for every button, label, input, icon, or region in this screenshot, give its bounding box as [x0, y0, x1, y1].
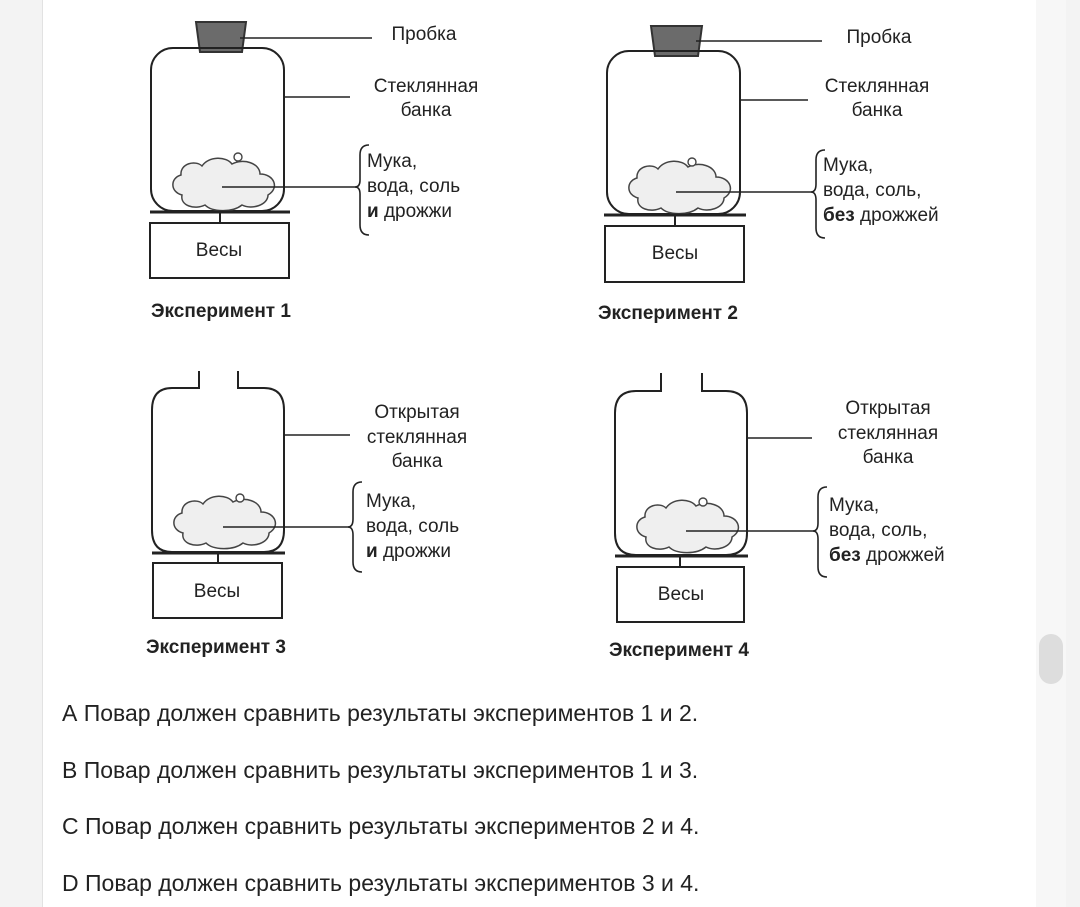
contents-line-2: вода, соль, [829, 520, 927, 541]
scale-box [152, 562, 283, 619]
scale-label: Весы [658, 584, 704, 605]
contents-line-3: и дрожжи [367, 201, 452, 222]
experiment-caption: Эксперимент 4 [609, 640, 749, 661]
jar-label-line-3: банка [392, 451, 443, 472]
scale-box [604, 225, 745, 283]
answer-option-b[interactable]: В Повар должен сравнить результаты экспе… [62, 757, 699, 783]
contents-line-1: Мука, [367, 151, 417, 172]
dough [172, 157, 276, 212]
contents-line-2: вода, соль [367, 176, 460, 197]
contents-line-3: без дрожжей [823, 205, 939, 226]
contents-line-3: без дрожжей [829, 545, 945, 566]
contents-emphasis: без [829, 545, 861, 566]
answer-option-c[interactable]: С Повар должен сравнить результаты экспе… [62, 813, 700, 839]
dough-bubble [687, 157, 697, 167]
scrollbar-thumb[interactable] [1039, 634, 1063, 684]
contents-line-3: и дрожжи [366, 541, 451, 562]
experiment-caption: Эксперимент 3 [146, 637, 286, 658]
contents-emphasis: без [823, 205, 855, 226]
contents-brace [354, 144, 370, 236]
dough-bubble [698, 497, 708, 507]
dough-bubble [233, 152, 243, 162]
experiment-caption: Эксперимент 2 [598, 303, 738, 324]
jar-label-line-2: стеклянная [367, 427, 467, 448]
scale-label: Весы [194, 581, 240, 602]
contents-brace [347, 481, 363, 573]
contents-emphasis: и [366, 541, 378, 562]
contents-line-1: Мука, [366, 491, 416, 512]
experiment-1 [149, 21, 372, 279]
content-card [42, 0, 1037, 907]
contents-line-1: Мука, [823, 155, 873, 176]
dough-bubble [235, 493, 245, 503]
jar-label-line-2: банка [852, 100, 903, 121]
dough [636, 499, 740, 554]
contents-rest: дрожжей [861, 545, 945, 566]
scale-box [616, 566, 745, 623]
contents-line-2: вода, соль [366, 516, 459, 537]
jar-label-line-1: Открытая [374, 402, 459, 423]
contents-emphasis: и [367, 201, 379, 222]
contents-rest: дрожжей [855, 205, 939, 226]
experiment-3 [151, 371, 363, 619]
dough [173, 495, 277, 550]
contents-brace [810, 149, 826, 239]
contents-rest: дрожжи [379, 201, 452, 222]
experiment-4 [614, 373, 828, 623]
scale-label: Весы [196, 240, 242, 261]
jar-label-line-1: Стеклянная [825, 76, 930, 97]
jar-label-line-3: банка [863, 447, 914, 468]
dough [628, 160, 732, 215]
experiment-caption: Эксперимент 1 [151, 301, 291, 322]
jar-label-line-2: стеклянная [838, 423, 938, 444]
contents-brace [812, 486, 828, 578]
answer-option-d[interactable]: D Повар должен сравнить результаты экспе… [62, 870, 700, 896]
contents-rest: дрожжи [378, 541, 451, 562]
answer-option-a[interactable]: А Повар должен сравнить результаты экспе… [62, 700, 699, 726]
stopper [194, 21, 248, 53]
stopper-label: Пробка [847, 27, 912, 48]
contents-line-1: Мука, [829, 495, 879, 516]
scale-box [149, 222, 290, 279]
stopper [649, 25, 704, 57]
contents-line-2: вода, соль, [823, 180, 921, 201]
scrollbar-track[interactable] [1036, 0, 1066, 907]
jar-label-line-1: Открытая [845, 398, 930, 419]
jar-label-line-1: Стеклянная [374, 76, 479, 97]
scale-label: Весы [652, 243, 698, 264]
jar-label-line-2: банка [401, 100, 452, 121]
experiment-2 [604, 25, 826, 283]
stopper-label: Пробка [392, 24, 457, 45]
